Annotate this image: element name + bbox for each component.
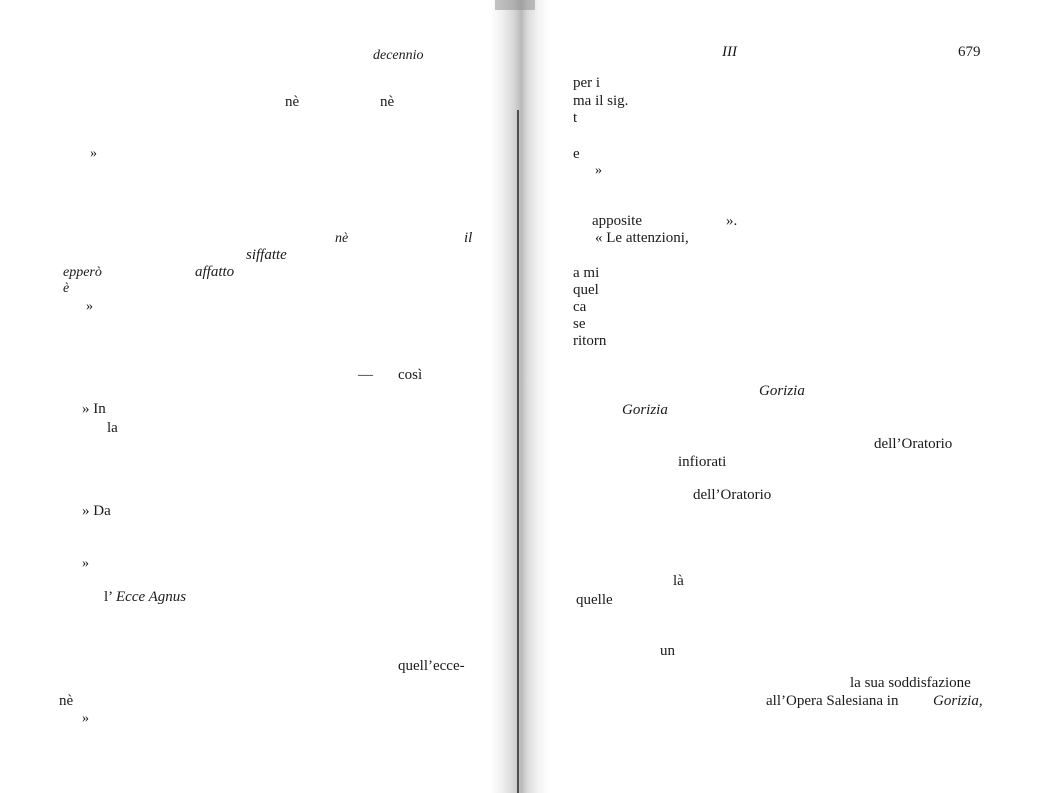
left-page: decennio nè nè » nè il siffatte epperò a…: [0, 0, 505, 793]
text-fragment: ca: [573, 299, 587, 315]
text-fragment: decennio: [373, 48, 424, 63]
text-fragment: a mi: [573, 265, 600, 281]
text-fragment: se: [573, 316, 586, 332]
text-fragment: l’: [104, 589, 114, 605]
text-fragment: nè: [285, 94, 300, 110]
text-fragment: all’Opera Salesiana in: [766, 693, 899, 709]
text-fragment: Gorizia: [759, 383, 805, 399]
text-fragment: la sua soddisfazione: [850, 675, 971, 691]
text-fragment: affatto: [195, 264, 235, 280]
text-fragment: infiorati: [678, 454, 727, 470]
text-fragment: per i: [573, 75, 601, 91]
text-fragment: »: [86, 299, 93, 314]
text-fragment: »: [595, 163, 602, 178]
right-page: III 679 per i ma il sig. t e » apposite …: [530, 0, 1057, 793]
text-fragment: è: [63, 281, 70, 296]
text-fragment: Gorizia,: [933, 693, 983, 709]
text-fragment: quell’ecce-: [398, 658, 465, 674]
text-fragment: nè: [59, 693, 74, 709]
text-fragment: siffatte: [246, 247, 287, 263]
text-fragment: la: [107, 420, 118, 436]
text-fragment: Ecce Agnus: [116, 589, 187, 605]
text-fragment: —: [358, 367, 373, 383]
text-fragment: »: [82, 556, 89, 571]
page-number: 679: [958, 44, 981, 60]
gutter-top-edge: [495, 0, 535, 10]
text-fragment: il: [464, 230, 473, 246]
text-fragment: e: [573, 146, 580, 162]
text-fragment: dell’Oratorio: [874, 436, 953, 452]
text-fragment: quel: [573, 282, 599, 298]
book-gutter-shadow: [490, 0, 550, 793]
text-fragment: »: [82, 711, 89, 726]
text-fragment: apposite: [592, 213, 642, 229]
text-fragment: » In: [82, 401, 106, 417]
text-fragment: dell’Oratorio: [693, 487, 772, 503]
text-fragment: là: [673, 573, 684, 589]
text-fragment: nè: [380, 94, 395, 110]
gutter-fold-line: [517, 110, 519, 793]
text-fragment: quelle: [576, 592, 613, 608]
text-fragment: « Le attenzioni,: [595, 230, 689, 246]
text-fragment: nè: [335, 231, 349, 246]
text-fragment: così: [398, 367, 423, 383]
text-fragment: ma il sig.: [573, 93, 629, 109]
text-fragment: ».: [726, 213, 738, 229]
text-fragment: ritorn: [573, 333, 607, 349]
text-fragment: t: [573, 110, 578, 126]
text-fragment: »: [90, 146, 97, 161]
text-fragment: » Da: [82, 503, 111, 519]
chapter-heading: III: [722, 44, 737, 60]
text-fragment: un: [660, 643, 675, 659]
text-fragment: Gorizia: [622, 402, 668, 418]
text-fragment: epperò: [63, 265, 102, 280]
